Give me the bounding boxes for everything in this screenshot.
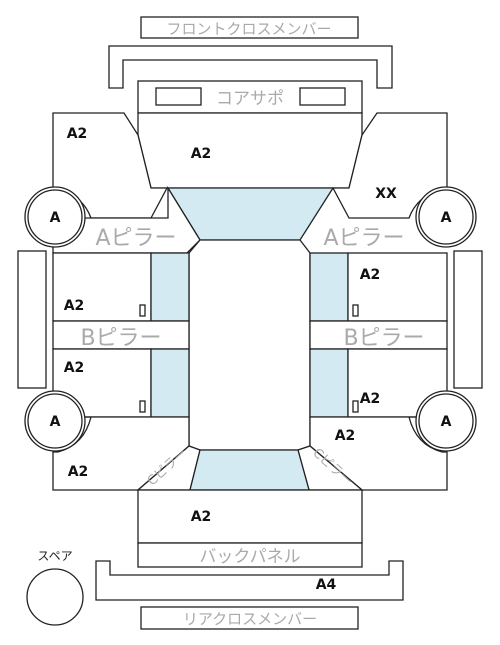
back-panel-label: バックパネル bbox=[199, 547, 300, 567]
b-pillar-right-label: Bピラー bbox=[343, 326, 424, 351]
b-pillar-right[interactable] bbox=[309, 320, 448, 350]
tire-front-left-inner bbox=[27, 189, 83, 245]
front-cross-member-label: フロントクロスメンバー bbox=[166, 20, 331, 38]
front-door-left-glass[interactable] bbox=[150, 252, 190, 322]
tire-rear-right-inner bbox=[418, 393, 474, 449]
door-handle-rear-right[interactable] bbox=[352, 400, 359, 413]
rear-cross-member-box[interactable] bbox=[140, 606, 359, 630]
rear-cross-member-label: リアクロスメンバー bbox=[183, 610, 317, 628]
spare-tire[interactable] bbox=[26, 568, 84, 626]
rear-fender-right-grade: A2 bbox=[335, 428, 356, 444]
front-fender-left-grade: A2 bbox=[67, 126, 88, 142]
tire-rear-left-inner bbox=[27, 393, 83, 449]
tire-rear-left-grade: A bbox=[50, 414, 61, 430]
front-bumper[interactable] bbox=[108, 45, 393, 89]
front-cross-member-box[interactable] bbox=[140, 16, 359, 39]
side-step-right[interactable] bbox=[453, 250, 483, 389]
b-pillar-left-label: Bピラー bbox=[80, 326, 161, 351]
a-pillar-left-label: Aピラー bbox=[95, 226, 176, 251]
rear-window[interactable] bbox=[189, 449, 310, 491]
side-step-left[interactable] bbox=[17, 250, 47, 389]
spare-tire-label: スペア bbox=[37, 549, 72, 563]
headlight-left[interactable] bbox=[155, 87, 202, 106]
door-handle-rear-left[interactable] bbox=[139, 400, 146, 413]
rear-door-left-grade: A2 bbox=[64, 360, 85, 376]
a-pillar-right-label: Aピラー bbox=[323, 226, 404, 251]
door-handle-front-left[interactable] bbox=[139, 304, 146, 317]
hood-panel[interactable] bbox=[137, 112, 363, 189]
rear-bumper-grade: A4 bbox=[316, 577, 337, 593]
headlight-right[interactable] bbox=[299, 87, 346, 106]
hood-grade: A2 bbox=[191, 146, 212, 162]
core-support-label: コアサポ bbox=[216, 89, 284, 109]
front-door-right[interactable] bbox=[347, 252, 448, 322]
trunk-lid[interactable] bbox=[137, 489, 363, 544]
rear-door-right-grade: A2 bbox=[360, 391, 381, 407]
front-door-right-glass[interactable] bbox=[309, 252, 349, 322]
tire-front-right-grade: A bbox=[441, 210, 452, 226]
b-pillar-left[interactable] bbox=[52, 320, 190, 350]
front-fender-right-grade: XX bbox=[375, 186, 397, 202]
door-handle-front-right[interactable] bbox=[352, 304, 359, 317]
tire-front-right-inner bbox=[418, 189, 474, 245]
tire-front-left-grade: A bbox=[50, 210, 61, 226]
tire-rear-right-grade: A bbox=[441, 414, 452, 430]
front-door-left-grade: A2 bbox=[64, 298, 85, 314]
rear-door-left-glass[interactable] bbox=[150, 348, 190, 418]
front-door-left[interactable] bbox=[52, 252, 152, 322]
roof-panel[interactable] bbox=[188, 239, 311, 451]
back-panel-box[interactable] bbox=[137, 542, 363, 568]
rear-bumper[interactable] bbox=[95, 560, 404, 601]
rear-door-right-glass[interactable] bbox=[309, 348, 349, 418]
front-door-right-grade: A2 bbox=[360, 267, 381, 283]
rear-fender-left-grade: A2 bbox=[68, 464, 89, 480]
trunk-grade: A2 bbox=[191, 509, 212, 525]
